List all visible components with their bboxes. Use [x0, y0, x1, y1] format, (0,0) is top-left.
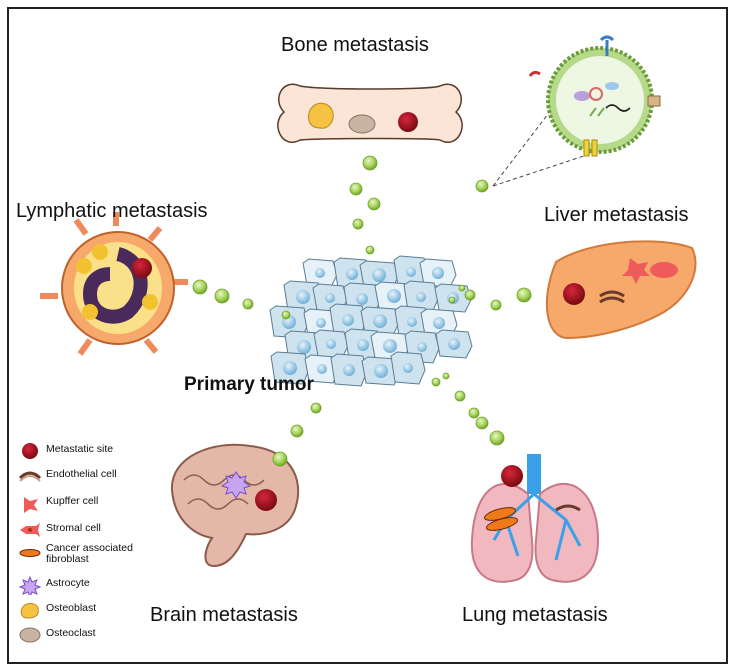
endothelial-cell-icon: [18, 471, 42, 482]
vesicle-icon: [365, 245, 375, 255]
metastatic-site-icon: [132, 258, 152, 278]
vesicle-icon: [464, 289, 476, 301]
osteoclast-icon: [348, 114, 376, 134]
vesicle-icon: [454, 390, 466, 402]
lymph-node-illustration: [40, 212, 188, 356]
brain-illustration: [170, 443, 300, 568]
metastatic-site-icon: [255, 489, 277, 511]
legend-item: Kupffer cell: [18, 493, 188, 515]
primary-tumor-illustration: [269, 255, 473, 387]
vesicle-icon: [442, 372, 450, 380]
metastatic-site-icon: [398, 112, 418, 132]
extracellular-vesicles: [192, 155, 532, 467]
lungs-illustration: [470, 454, 600, 583]
stromal-cell-icon: [650, 262, 678, 278]
kupffer-cell-icon: [24, 497, 38, 513]
vesicle-icon: [310, 402, 322, 414]
tumor-cell: [313, 329, 349, 359]
lung-metastasis-label: Lung metastasis: [462, 604, 608, 626]
tumor-cell: [435, 329, 473, 359]
legend-label: Metastatic site: [46, 443, 114, 455]
metastatic-site-icon: [563, 283, 585, 305]
vesicle-icon: [490, 299, 502, 311]
vesicle-icon: [475, 416, 489, 430]
vesicle-icon: [448, 296, 456, 304]
legend-label: Osteoclast: [46, 627, 96, 639]
vesicle-icon: [367, 197, 381, 211]
astrocyte-icon: [220, 471, 252, 499]
legend-item: Astrocyte: [18, 575, 188, 597]
bone-metastasis-label: Bone metastasis: [281, 34, 429, 56]
vesicle-icon: [489, 430, 505, 446]
legend-item: Stromal cell: [18, 520, 188, 542]
legend-label: Kupffer cell: [46, 495, 99, 507]
vesicle-icon: [475, 179, 489, 193]
metastatic-site-icon: [22, 443, 38, 459]
endothelial-cell-icon: [599, 290, 625, 298]
legend-item: Cancer associated fibroblast: [18, 543, 188, 565]
legend-item: Osteoblast: [18, 600, 188, 622]
primary-tumor-label: Primary tumor: [184, 374, 314, 395]
vesicle-icon: [192, 279, 208, 295]
tumor-cell: [390, 351, 426, 385]
osteoblast-icon: [20, 603, 39, 619]
vesicle-icon: [431, 377, 441, 387]
tumor-cell: [330, 353, 368, 387]
legend-item: Osteoclast: [18, 625, 188, 647]
osteoclast-icon: [19, 627, 41, 643]
vesicle-icon: [349, 182, 363, 196]
legend-label: Stromal cell: [46, 522, 101, 534]
vesicle-icon: [272, 451, 288, 467]
legend-label: Endothelial cell: [46, 468, 117, 480]
stromal-cell-icon: [20, 523, 40, 537]
vesicle-icon: [352, 218, 364, 230]
tumor-cell: [361, 356, 401, 386]
kupffer-cell-icon: [622, 258, 650, 284]
vesicle-icon: [468, 407, 480, 419]
bone-illustration: [277, 83, 463, 143]
brain-metastasis-label: Brain metastasis: [150, 604, 298, 626]
vesicle-icon: [290, 424, 304, 438]
liver-illustration: [545, 240, 697, 340]
vesicle-icon: [214, 288, 230, 304]
legend-label: Astrocyte: [46, 577, 90, 589]
legend-label: Osteoblast: [46, 602, 97, 614]
tumor-cell: [304, 354, 340, 384]
osteoblast-icon: [307, 102, 334, 129]
legend-item: Endothelial cell: [18, 466, 188, 488]
cancer-associated-fibroblast-icon: [19, 549, 41, 557]
liver-metastasis-label: Liver metastasis: [544, 204, 689, 226]
tumor-cell: [270, 351, 310, 385]
exosome-illustration: [492, 35, 661, 187]
vesicle-icon: [281, 310, 291, 320]
vesicle-icon: [362, 155, 378, 171]
legend-label: Cancer associated fibroblast: [46, 542, 133, 565]
legend-item: Metastatic site: [18, 441, 188, 463]
metastatic-site-icon: [501, 465, 523, 487]
vesicle-icon: [516, 287, 532, 303]
vesicle-icon: [458, 284, 466, 292]
zoom-line: [492, 113, 549, 187]
astrocyte-icon: [18, 575, 42, 595]
vesicle-icon: [242, 298, 254, 310]
tumor-cell: [360, 306, 400, 336]
lymphatic-metastasis-label: Lymphatic metastasis: [16, 200, 208, 222]
